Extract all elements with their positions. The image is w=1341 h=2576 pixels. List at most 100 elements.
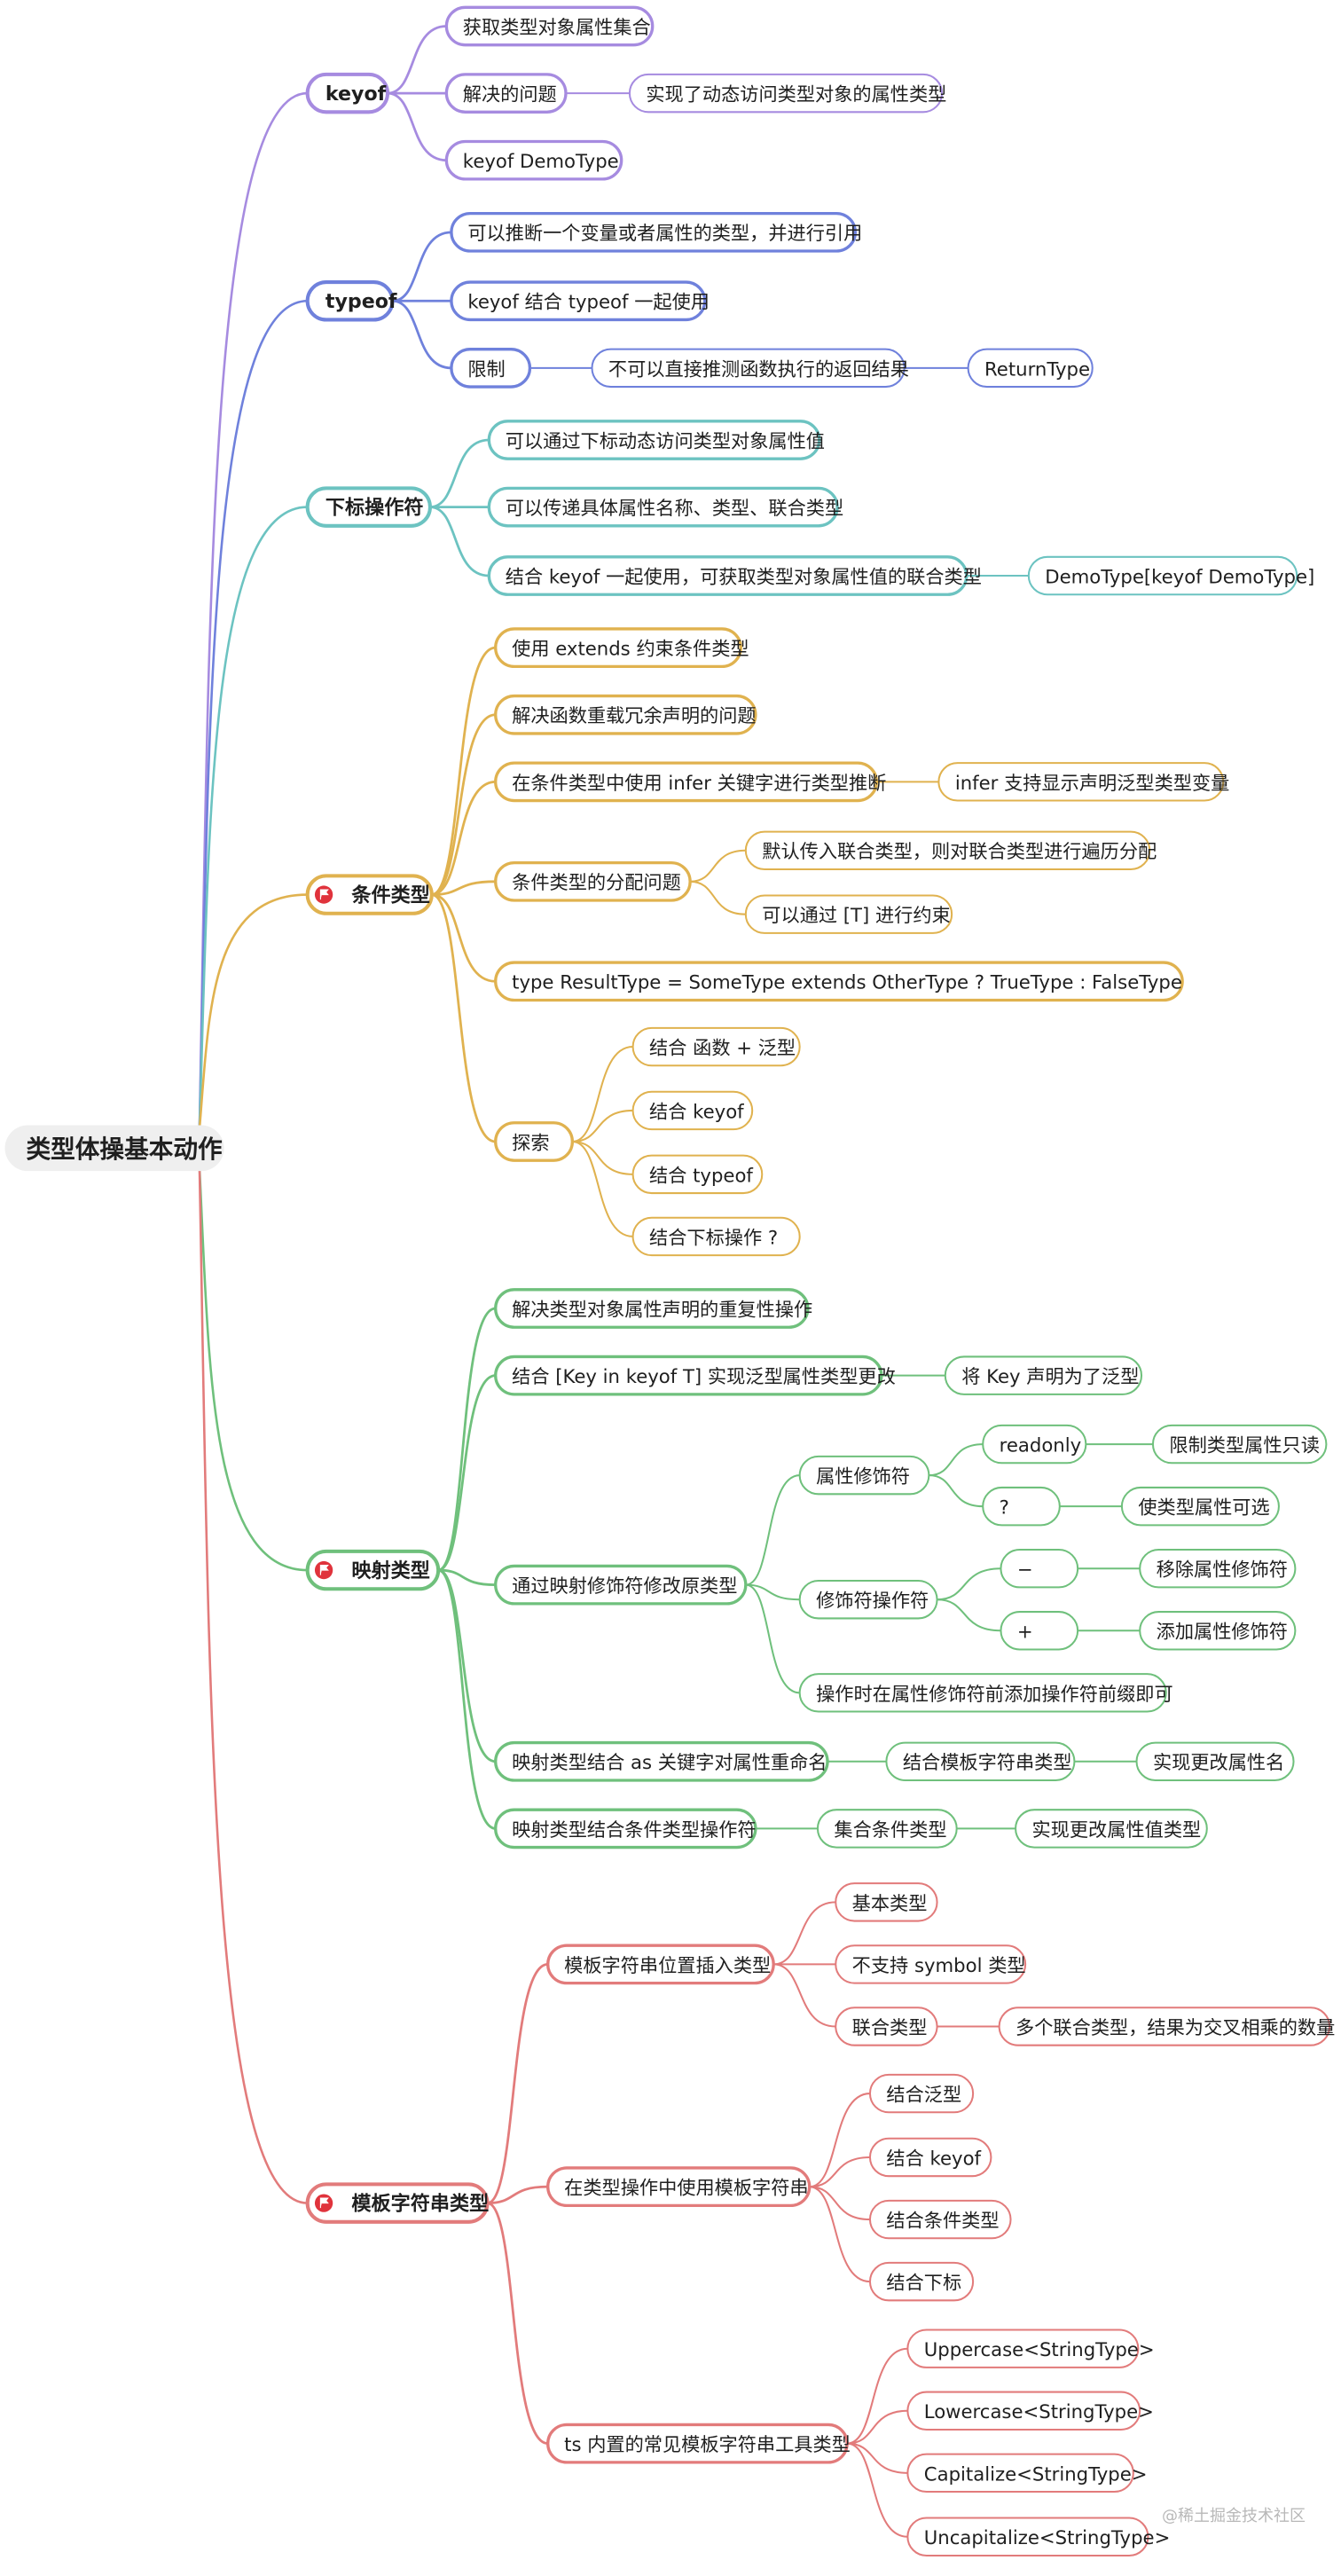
subtopic-node[interactable]: 结合条件类型 [868, 2199, 1012, 2240]
subtopic-node[interactable]: 结合 typeof [631, 1154, 764, 1195]
subtopic-node[interactable]: 可以通过 [T] 进行约束 [744, 894, 953, 934]
node-label: 结合下标操作 ? [649, 1226, 778, 1248]
subtopic-node[interactable]: Uppercase<StringType> [906, 2329, 1155, 2368]
connector [430, 646, 498, 896]
subtopic-node[interactable]: 限制类型属性只读 [1151, 1424, 1328, 1465]
connector [928, 1474, 984, 1508]
subtopic-node[interactable]: 映射类型结合 as 关键字对属性重命名 [494, 1740, 829, 1782]
connector [744, 1474, 801, 1586]
node-label: 结合模板字符串类型 [903, 1751, 1072, 1773]
subtopic-node[interactable]: Uncapitalize<StringType> [906, 2517, 1170, 2556]
topic-node-node[interactable]: 条件类型 [305, 874, 434, 915]
subtopic-node[interactable]: ReturnType [967, 348, 1094, 389]
subtopic-node[interactable]: 实现更改属性值类型 [1015, 1809, 1208, 1849]
subtopic-node[interactable]: 默认传入联合类型，则对联合类型进行遍历分配 [744, 830, 1157, 870]
subtopic-node[interactable]: 使类型属性可选 [1120, 1486, 1280, 1527]
subtopic-node[interactable]: 集合条件类型 [816, 1809, 958, 1849]
subtopic-node[interactable]: DemoType[keyof DemoType] [1027, 555, 1314, 596]
connector [430, 893, 498, 983]
node-label: 条件类型 [350, 884, 429, 907]
subtopic-node[interactable]: 可以传递具体属性名称、类型、联合类型 [487, 486, 843, 528]
connector [808, 2186, 871, 2283]
node-label: 添加属性修饰符 [1157, 1621, 1288, 1643]
subtopic-node[interactable]: Lowercase<StringType> [906, 2391, 1154, 2431]
node-box [305, 1549, 441, 1591]
subtopic-node[interactable]: 结合 keyof 一起使用，可获取类型对象属性值的联合类型 [487, 555, 982, 596]
subtopic-node[interactable]: 添加属性修饰符 [1139, 1611, 1297, 1651]
node-box [1139, 1548, 1297, 1589]
node-label: 映射类型 [351, 1559, 429, 1583]
topic-node-typeof[interactable]: typeof [305, 280, 397, 322]
node-label: 结合条件类型 [886, 2209, 999, 2231]
subtopic-node[interactable]: 将 Key 声明为了泛型 [944, 1355, 1143, 1395]
root-node[interactable]: 类型体操基本动作 [4, 1125, 224, 1172]
connector [571, 1109, 634, 1143]
subtopic-node[interactable]: 限制 [450, 347, 532, 389]
subtopic-node[interactable]: infer 支持显示声明泛型类型变量 [937, 762, 1229, 802]
root-connector [198, 893, 308, 1129]
node-box [494, 694, 757, 735]
subtopic-node[interactable]: 可以推断一个变量或者属性的类型，并进行引用 [450, 211, 862, 253]
subtopic-node[interactable]: 条件类型的分配问题 [494, 860, 692, 902]
subtopic-node[interactable]: 结合泛型 [868, 2073, 975, 2114]
subtopic-node[interactable]: 操作时在属性修饰符前添加操作符前缀即可 [798, 1673, 1173, 1713]
subtopic-node[interactable]: type ResultType = SomeType extends Other… [494, 961, 1184, 1002]
connector-layer [198, 25, 1154, 2538]
connector [936, 1598, 1002, 1632]
subtopic-node[interactable]: keyof 结合 typeof 一起使用 [450, 280, 710, 322]
subtopic-node[interactable]: 通过映射修饰符修改原类型 [494, 1564, 748, 1606]
subtopic-node[interactable]: 在条件类型中使用 infer 关键字进行类型推断 [494, 761, 887, 803]
subtopic-node[interactable]: 属性修饰符 [798, 1455, 930, 1496]
subtopic-node[interactable]: − [1000, 1548, 1079, 1589]
node-label: ts 内置的常见模板字符串工具类型 [564, 2433, 851, 2455]
subtopic-node[interactable]: 解决的问题 [444, 73, 568, 114]
connector [428, 438, 490, 508]
subtopic-node[interactable]: 结合 keyof [631, 1090, 754, 1131]
subtopic-node[interactable]: 基本类型 [835, 1882, 938, 1922]
subtopic-node[interactable]: 获取类型对象属性集合 [444, 5, 655, 47]
subtopic-node[interactable]: 探索 [494, 1121, 575, 1162]
subtopic-node[interactable]: 可以通过下标动态访问类型对象属性值 [487, 420, 825, 460]
subtopic-node[interactable]: 多个联合类型，结果为交叉相乘的数量 [998, 2007, 1336, 2046]
subtopic-node[interactable]: + [1000, 1611, 1079, 1651]
node-label: ? [1000, 1496, 1009, 1519]
subtopic-node[interactable]: 结合下标 [868, 2261, 975, 2302]
subtopic-node[interactable]: readonly [982, 1424, 1087, 1465]
subtopic-node[interactable]: 解决类型对象属性声明的重复性操作 [494, 1288, 812, 1329]
subtopic-node[interactable]: keyof DemoType [444, 139, 623, 181]
subtopic-node[interactable]: 联合类型 [835, 2007, 938, 2046]
node-label: 结合 keyof 一起使用，可获取类型对象属性值的联合类型 [506, 565, 982, 587]
subtopic-node[interactable]: 结合 [Key in keyof T] 实现泛型属性类型更改 [494, 1355, 896, 1396]
subtopic-node[interactable]: 结合下标操作 ? [631, 1216, 801, 1257]
subtopic-node[interactable]: 修饰符操作符 [798, 1580, 938, 1620]
node-label: 解决的问题 [463, 83, 557, 106]
topic-node-node[interactable]: 模板字符串类型 [305, 2182, 490, 2224]
subtopic-node[interactable]: 使用 extends 约束条件类型 [494, 627, 749, 669]
subtopic-node[interactable]: 在类型操作中使用模板字符串 [546, 2166, 812, 2208]
subtopic-node[interactable]: 解决函数重载冗余声明的问题 [494, 694, 757, 735]
topic-node-node[interactable]: 下标操作符 [305, 486, 432, 528]
node-label: 结合泛型 [886, 2083, 961, 2105]
node-label: 实现更改属性值类型 [1032, 1818, 1202, 1841]
subtopic-node[interactable]: 不支持 symbol 类型 [835, 1944, 1027, 1984]
subtopic-node[interactable]: 结合模板字符串类型 [885, 1741, 1076, 1782]
subtopic-node[interactable]: 结合 函数 + 泛型 [631, 1026, 801, 1067]
subtopic-node[interactable]: 映射类型结合条件类型操作符 [494, 1808, 757, 1850]
subtopic-node[interactable]: 实现更改属性名 [1135, 1741, 1295, 1782]
node-label: 属性修饰符 [816, 1465, 910, 1488]
node-label: 下标操作符 [325, 497, 424, 520]
node-label: 通过映射修饰符修改原类型 [512, 1575, 737, 1597]
node-box [546, 2166, 812, 2208]
node-label: 操作时在属性修饰符前添加操作符前缀即可 [816, 1683, 1173, 1705]
topic-node-keyof[interactable]: keyof [305, 72, 390, 114]
subtopic-node[interactable]: 模板字符串位置插入类型 [546, 1944, 775, 1985]
subtopic-node[interactable]: 不可以直接推测函数执行的返回结果 [591, 348, 909, 389]
subtopic-node[interactable]: ts 内置的常见模板字符串工具类型 [546, 2423, 851, 2464]
topic-node-node[interactable]: 映射类型 [305, 1549, 441, 1591]
subtopic-node[interactable]: 结合 keyof [868, 2137, 992, 2178]
subtopic-node[interactable]: ? [982, 1486, 1061, 1527]
subtopic-node[interactable]: 移除属性修饰符 [1139, 1548, 1297, 1589]
subtopic-node[interactable]: Capitalize<StringType> [906, 2453, 1148, 2494]
subtopic-node[interactable]: 实现了动态访问类型对象的属性类型 [628, 73, 946, 114]
